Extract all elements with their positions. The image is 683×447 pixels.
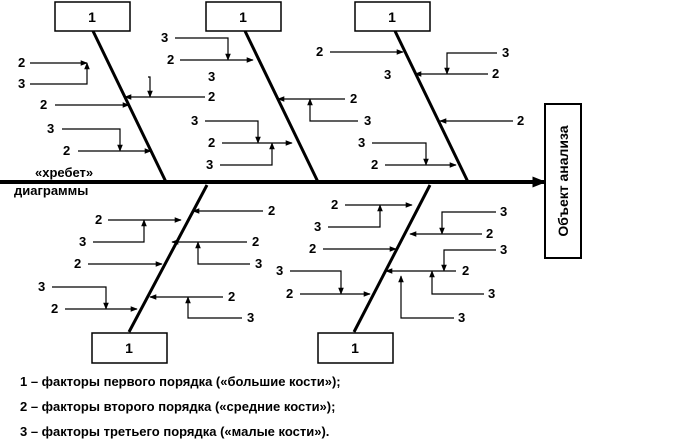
second-order-label: 2 bbox=[462, 263, 469, 278]
second-order-label: 2 bbox=[252, 234, 259, 249]
second-order-label: 2 bbox=[268, 203, 275, 218]
third-order-arrow bbox=[147, 76, 153, 98]
third-order-label: 3 bbox=[458, 310, 465, 325]
third-order-label: 3 bbox=[206, 157, 213, 172]
second-order-label: 2 bbox=[95, 212, 102, 227]
third-order-arrow bbox=[205, 120, 261, 144]
second-order-label: 2 bbox=[18, 55, 25, 70]
major-cause-box: 1 bbox=[317, 332, 394, 364]
legend: 1 – факторы первого порядка («большие ко… bbox=[20, 372, 341, 447]
major-bone bbox=[91, 30, 168, 183]
third-order-arrow bbox=[372, 142, 429, 166]
second-order-label: 2 bbox=[371, 157, 378, 172]
third-order-label: 3 bbox=[208, 69, 215, 84]
major-cause-box: 1 bbox=[91, 332, 168, 364]
second-order-label: 2 bbox=[208, 89, 215, 104]
second-order-label: 2 bbox=[331, 197, 338, 212]
third-order-arrow bbox=[398, 275, 454, 319]
third-order-arrow bbox=[52, 286, 109, 310]
third-order-arrow bbox=[93, 219, 147, 243]
third-order-arrow bbox=[307, 98, 358, 122]
major-bone bbox=[127, 184, 209, 333]
third-order-arrow bbox=[195, 241, 250, 265]
second-order-label: 2 bbox=[208, 135, 215, 150]
major-cause-box: 1 bbox=[54, 1, 131, 32]
second-order-label: 2 bbox=[517, 113, 524, 128]
third-order-label: 3 bbox=[161, 30, 168, 45]
second-order-label: 2 bbox=[40, 97, 47, 112]
third-order-arrow bbox=[439, 211, 496, 235]
third-order-arrow bbox=[30, 62, 90, 85]
third-order-arrow bbox=[220, 142, 275, 166]
major-cause-label: 1 bbox=[88, 9, 96, 25]
major-bone bbox=[352, 184, 432, 333]
second-order-label: 2 bbox=[486, 226, 493, 241]
third-order-label: 3 bbox=[18, 76, 25, 91]
major-cause-label: 1 bbox=[351, 340, 359, 356]
second-order-label: 2 bbox=[228, 289, 235, 304]
major-cause-box: 1 bbox=[354, 1, 431, 32]
second-order-label: 2 bbox=[167, 52, 174, 67]
third-order-arrow bbox=[328, 204, 383, 228]
third-order-label: 3 bbox=[247, 310, 254, 325]
second-order-label: 2 bbox=[316, 44, 323, 59]
third-order-arrow bbox=[444, 52, 497, 75]
legend-item-second-order: 2 – факторы второго порядка («средние ко… bbox=[20, 399, 336, 414]
third-order-label: 3 bbox=[358, 135, 365, 150]
third-order-label: 3 bbox=[191, 113, 198, 128]
third-order-arrow bbox=[441, 249, 496, 272]
legend-item-third-order: 3 – факторы третьего порядка («малые кос… bbox=[20, 424, 330, 439]
third-order-label: 3 bbox=[502, 45, 509, 60]
spine-label-line1: «хребет» bbox=[35, 165, 93, 180]
major-cause-label: 1 bbox=[239, 9, 247, 25]
third-order-label: 3 bbox=[500, 204, 507, 219]
major-bone bbox=[393, 30, 470, 183]
major-cause-label: 1 bbox=[125, 340, 133, 356]
major-cause-label: 1 bbox=[388, 9, 396, 25]
third-order-label: 3 bbox=[276, 263, 283, 278]
effect-box: Объект анализа bbox=[544, 103, 582, 259]
third-order-label: 3 bbox=[47, 121, 54, 136]
effect-label: Объект анализа bbox=[555, 125, 571, 236]
third-order-arrow bbox=[62, 128, 123, 152]
third-order-label: 3 bbox=[384, 67, 391, 82]
legend-item-first-order: 1 – факторы первого порядка («большие ко… bbox=[20, 374, 341, 389]
second-order-label: 2 bbox=[350, 91, 357, 106]
third-order-label: 3 bbox=[500, 242, 507, 257]
third-order-arrow bbox=[175, 37, 231, 61]
second-order-label: 2 bbox=[492, 66, 499, 81]
major-cause-box: 1 bbox=[205, 1, 282, 32]
third-order-arrow bbox=[429, 270, 484, 295]
major-bone bbox=[243, 30, 320, 183]
second-order-label: 2 bbox=[63, 143, 70, 158]
second-order-label: 2 bbox=[286, 286, 293, 301]
third-order-label: 3 bbox=[38, 279, 45, 294]
second-order-label: 2 bbox=[51, 301, 58, 316]
third-order-arrow bbox=[185, 296, 242, 319]
third-order-label: 3 bbox=[79, 234, 86, 249]
second-order-label: 2 bbox=[74, 256, 81, 271]
third-order-arrow bbox=[290, 270, 344, 295]
third-order-label: 3 bbox=[364, 113, 371, 128]
second-order-label: 2 bbox=[309, 241, 316, 256]
third-order-label: 3 bbox=[255, 256, 262, 271]
third-order-label: 3 bbox=[314, 219, 321, 234]
third-order-label: 3 bbox=[488, 286, 495, 301]
spine-label-line2: диаграммы bbox=[14, 183, 88, 198]
